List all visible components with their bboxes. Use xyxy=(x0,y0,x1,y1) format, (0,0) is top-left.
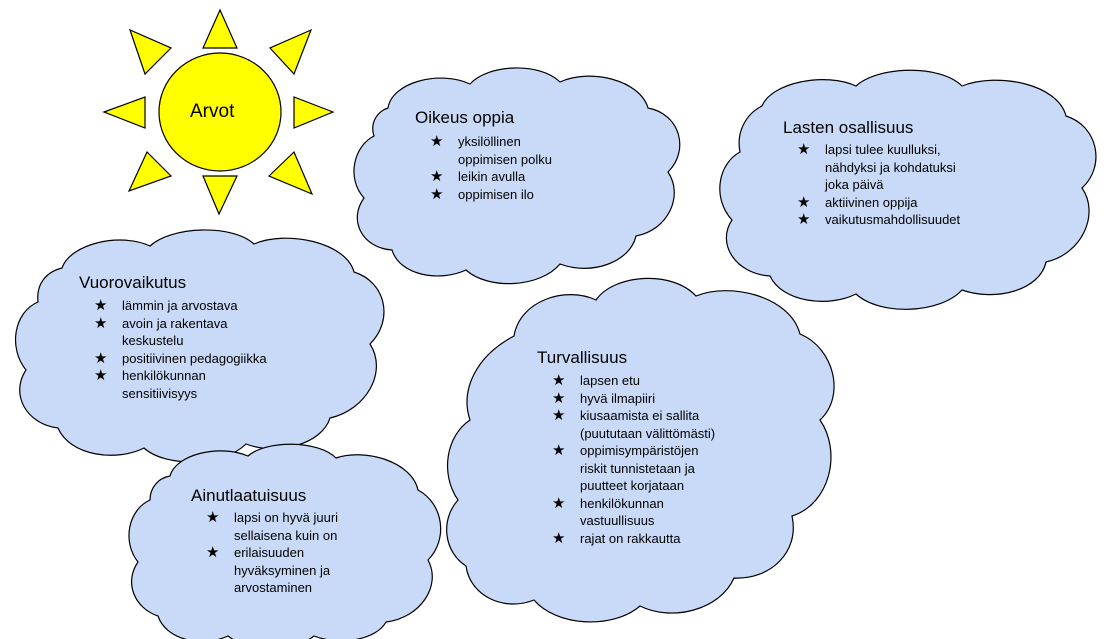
list-item-text: henkilökunnan vastuullisuus xyxy=(580,495,664,529)
sun-label: Arvot xyxy=(190,101,235,122)
sun-ray-top-left xyxy=(128,28,173,76)
list-item-text: yksilöllinen oppimisen polku xyxy=(458,134,552,167)
list-item-text: lapsi on hyvä juuri sellaisena kuin on xyxy=(234,510,339,543)
list-item: ★ yksilöllinen oppimisen polku xyxy=(430,133,630,168)
list-item: ★ positiivinen pedagogiikka xyxy=(94,350,344,368)
star-icon: ★ xyxy=(94,349,108,367)
star-icon: ★ xyxy=(552,529,566,547)
sun-ray-top-right xyxy=(268,28,313,76)
star-icon: ★ xyxy=(94,367,108,384)
item-list-ainutlaatuisuus: ★lapsi on hyvä juuri sellaisena kuin on★… xyxy=(206,509,406,597)
sun-disc xyxy=(158,52,282,172)
list-item: ★ erilaisuuden hyväksyminen ja arvostamin… xyxy=(206,544,406,597)
list-item-text: kiusaamista ei sallita (puututaan välitt… xyxy=(580,408,716,441)
list-item-text: oppimisympäristöjen riskit tunnistetaan … xyxy=(580,443,699,493)
star-icon: ★ xyxy=(552,389,566,407)
list-item-text: lapsen etu xyxy=(580,373,640,388)
list-item: ★ vaikutusmahdollisuudet xyxy=(797,211,1037,229)
sun-ray-top xyxy=(202,8,238,49)
item-list-oikeus-oppia: ★ yksilöllinen oppimisen polku ★ leikin avu… xyxy=(430,133,630,203)
list-item-text: avoin ja rakentava keskustelu xyxy=(122,315,228,349)
list-item: ★ avoin ja rakentava keskustelu xyxy=(94,315,344,350)
list-item: ★ henkilökunnan sensitiivisyys xyxy=(94,367,344,402)
list-item-text: rajat on rakkautta xyxy=(580,530,681,546)
list-item: ★ lapsi on hyvä juuri sellaisena kuin on xyxy=(206,509,406,544)
list-item-text: hyvä ilmapiiri xyxy=(580,390,656,406)
list-item-text: positiivinen pedagogiikka xyxy=(122,350,267,366)
sun-ray-left xyxy=(102,96,146,129)
sun-ray-bottom-left xyxy=(127,150,173,193)
star-icon: ★ xyxy=(430,168,444,185)
sun-ray-right xyxy=(293,96,335,129)
list-item-text: henkilökunnan sensitiivisyys xyxy=(122,368,206,401)
cloud-vuorovaikutus xyxy=(14,229,385,463)
list-item-text: lapsi tulee kuulluksi, nähdyksi ja kohda… xyxy=(825,142,956,192)
list-item: ★ lapsen etu xyxy=(552,372,792,390)
star-icon: ★ xyxy=(552,407,566,424)
cloud-title-oikeus-oppia: Oikeus oppia xyxy=(415,108,515,127)
list-item: ★ lapsi tulee kuulluksi, nähdyksi ja kohd… xyxy=(797,141,1037,194)
list-item-text: oppimisen ilo xyxy=(458,186,534,202)
list-item-text: leikin avulla xyxy=(458,169,526,184)
cloud-title-vuorovaikutus: Vuorovaikutus xyxy=(79,273,187,292)
star-icon: ★ xyxy=(206,544,220,561)
star-icon: ★ xyxy=(206,509,220,526)
list-item-text: erilaisuuden hyväksyminen ja arvostamine… xyxy=(234,545,331,595)
star-icon: ★ xyxy=(94,297,108,314)
star-icon: ★ xyxy=(797,193,811,211)
list-item-text: vaikutusmahdollisuudet xyxy=(825,212,961,227)
star-icon: ★ xyxy=(94,314,108,332)
cloud-title-turvallisuus: Turvallisuus xyxy=(537,348,628,367)
star-icon: ★ xyxy=(430,133,444,150)
cloud-title-lasten-osallisuus: Lasten osallisuus xyxy=(783,118,914,137)
list-item: ★ oppimisen ilo xyxy=(430,186,630,204)
item-list-turvallisuus: ★ lapsen etu ★ hyvä ilmapiiri ★ kiusaamista e… xyxy=(552,372,792,547)
list-item: ★ hyvä ilmapiiri xyxy=(552,390,792,408)
list-item: ★ lämmin ja arvostava xyxy=(94,297,344,315)
star-icon: ★ xyxy=(552,372,566,389)
list-item-text: lämmin ja arvostava xyxy=(122,298,238,313)
star-icon: ★ xyxy=(430,185,444,203)
list-item-text: aktiivinen oppija xyxy=(825,194,918,210)
sun-ray-bottom xyxy=(202,175,238,216)
cloud-ainutlaatuisuus xyxy=(128,443,442,639)
list-item: ★ rajat on rakkautta xyxy=(552,530,792,548)
cloud-lasten-osallisuus xyxy=(719,69,1097,310)
cloud-turvallisuus xyxy=(446,277,835,623)
sun-ray-bottom-right xyxy=(267,150,314,196)
item-list-lasten-osallisuus: ★ lapsi tulee kuulluksi, nähdyksi ja kohd… xyxy=(797,141,1037,229)
sun-icon xyxy=(102,8,335,216)
cloud-oikeus-oppia xyxy=(353,67,681,285)
list-item: ★ leikin avulla xyxy=(430,168,630,186)
list-item: ★ oppimisympäristöjen riskit tunnistetaan… xyxy=(552,442,792,495)
star-icon: ★ xyxy=(797,141,811,158)
star-icon: ★ xyxy=(552,442,566,459)
star-icon: ★ xyxy=(797,211,811,228)
list-item: ★ henkilökunnan vastuullisuus xyxy=(552,495,792,530)
star-icon: ★ xyxy=(552,494,566,512)
list-item: ★ kiusaamista ei sallita (puututaan välit… xyxy=(552,407,792,442)
list-item: ★ aktiivinen oppija xyxy=(797,194,1037,212)
cloud-title-ainutlaatuisuus: Ainutlaatuisuus xyxy=(191,486,307,505)
item-list-vuorovaikutus: ★ lämmin ja arvostava ★ avoin ja rakentava … xyxy=(94,297,344,402)
